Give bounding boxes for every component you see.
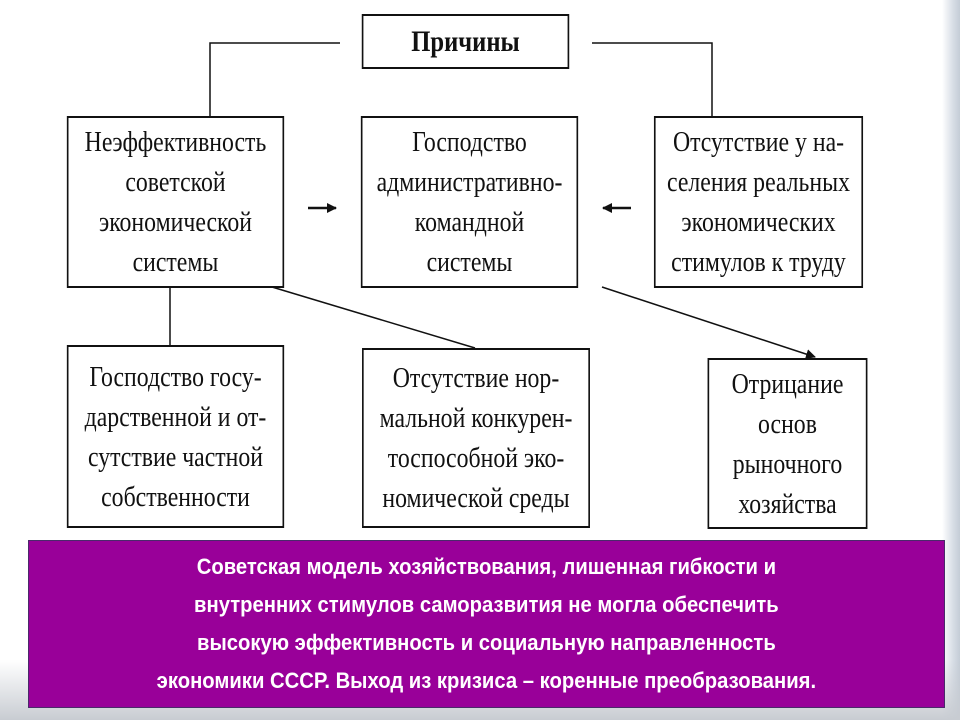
cause-box-no-incentives: Отсутствие у на- селения реальных эконом… [653,116,864,288]
connector-root-left [209,42,340,116]
root-box-causes: Причины [361,14,570,69]
slide-edge-decoration [942,0,960,720]
consequence-box-market-denial: Отрицание основ рыночного хозяйства [707,358,868,529]
consequence-label: Господство госу- дарственной и от- сутст… [84,360,267,513]
conclusion-banner: Советская модель хозяйствования, лишенна… [28,540,945,708]
root-label: Причины [411,24,520,58]
arrow-cause2-to-cons3 [601,286,816,359]
consequence-label: Отсутствие нор- мальной конкурен- тоспос… [379,362,573,514]
cause-label: Неэффективность советской экономической … [84,126,267,278]
cause-box-command-system: Господство административно- командной си… [360,116,579,288]
consequence-box-no-competition: Отсутствие нор- мальной конкурен- тоспос… [362,348,590,528]
consequence-label: Отрицание основ рыночного хозяйства [731,367,844,520]
cause-label: Господство административно- командной си… [376,126,563,278]
conclusion-text: Советская модель хозяйствования, лишенна… [156,554,817,693]
cause-label: Отсутствие у на- селения реальных эконом… [667,126,850,278]
cause-box-inefficiency: Неэффективность советской экономической … [66,116,285,288]
connector-cause1-to-cons2 [271,286,476,349]
consequence-box-state-ownership: Господство госу- дарственной и от- сутст… [66,345,285,528]
connector-root-right [592,42,713,116]
